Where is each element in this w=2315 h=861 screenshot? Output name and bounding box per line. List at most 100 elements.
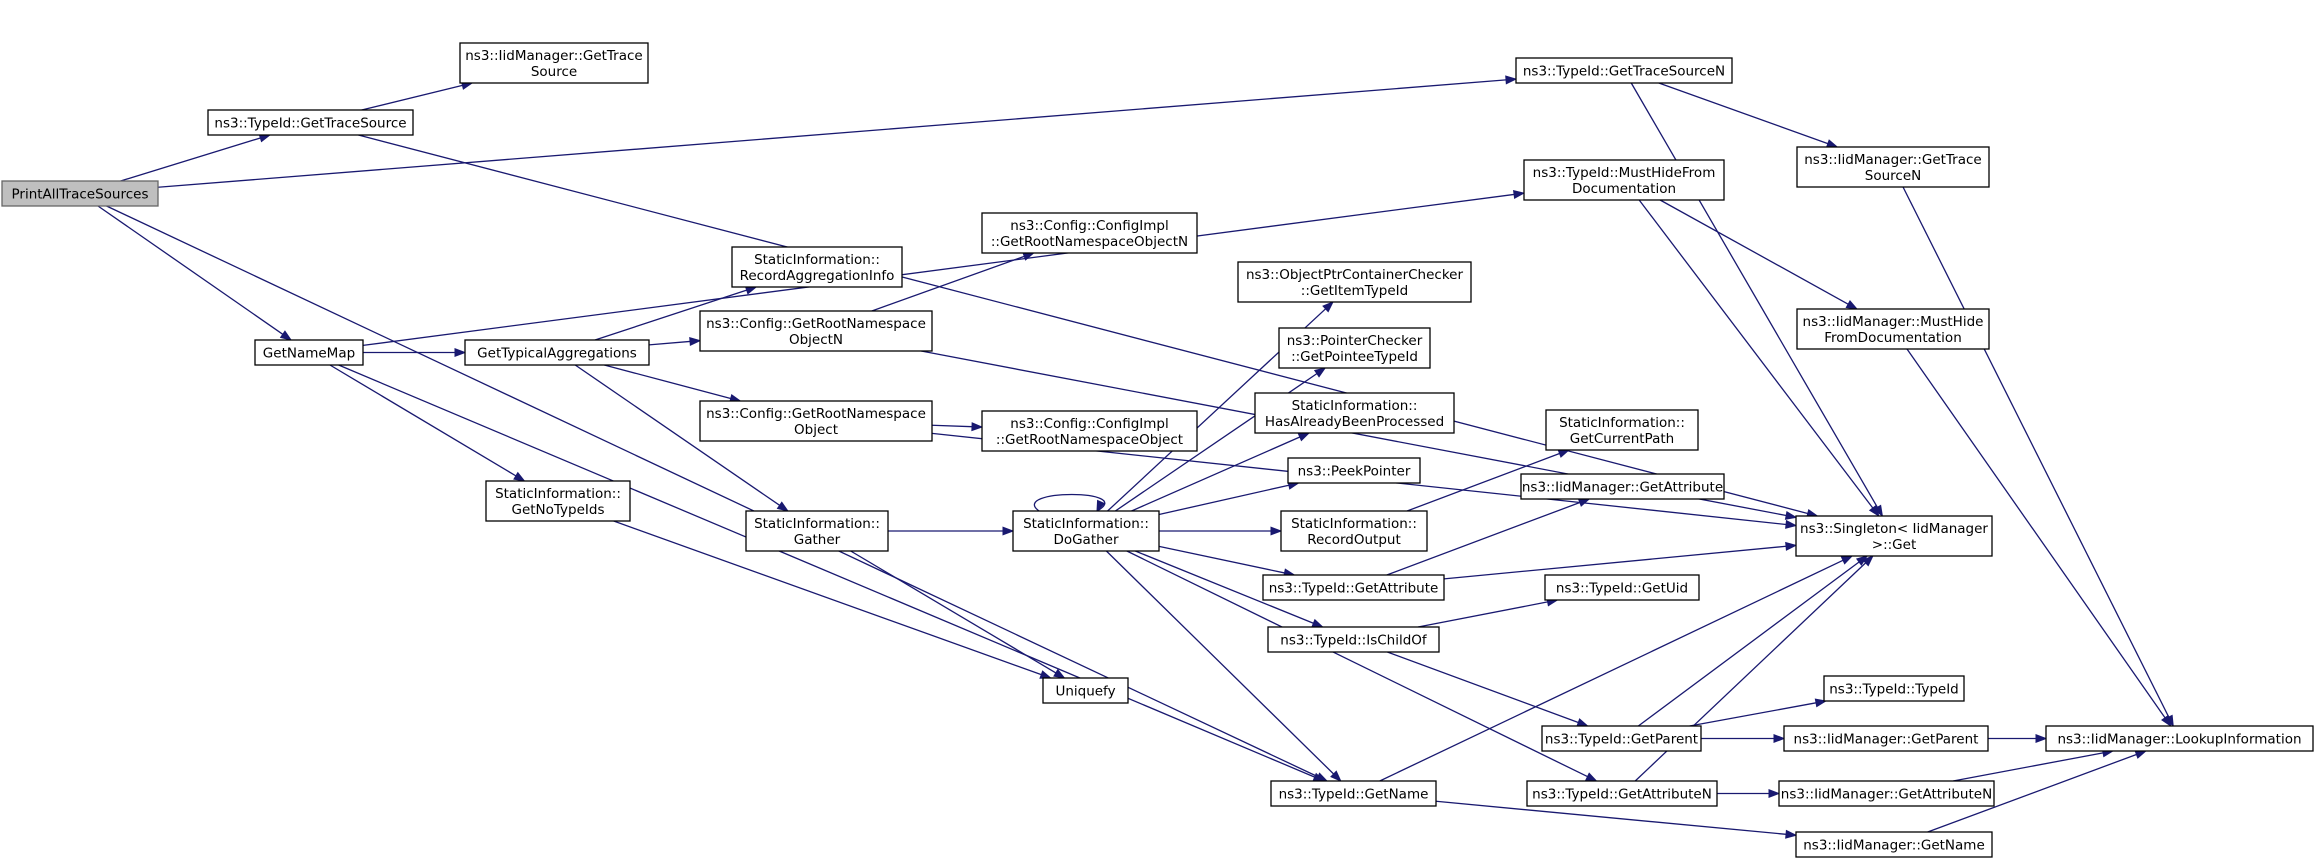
node-iid_getattr[interactable]: ns3::IidManager::GetAttribute	[1520, 473, 1725, 500]
node-si_getcurrentpath[interactable]: StaticInformation::GetCurrentPath	[1545, 409, 1699, 451]
node-label: RecordAggregationInfo	[740, 268, 895, 284]
edge-line	[1630, 82, 1878, 508]
edge-arrowhead	[279, 330, 293, 341]
edge-line	[604, 364, 731, 400]
edge-tid_getattr-to-singleton_get	[1443, 541, 1798, 580]
edge-getnamemap-to-si_getnotypeids	[329, 364, 526, 482]
node-label: GetCurrentPath	[1570, 431, 1674, 447]
node-si_hasalready[interactable]: StaticInformation::HasAlreadyBeenProcess…	[1254, 392, 1455, 434]
node-box	[1545, 409, 1699, 451]
node-label: StaticInformation::	[754, 252, 880, 268]
node-iid_getname[interactable]: ns3::IidManager::GetName	[1795, 831, 1993, 858]
edge-line	[1417, 601, 1548, 628]
node-label: ns3::IidManager::GetParent	[1794, 732, 1979, 748]
node-box	[1796, 146, 1990, 188]
edge-line	[931, 424, 973, 428]
edge-si_dogather-to-si_hasalready	[1131, 432, 1311, 512]
node-box	[1795, 515, 1993, 557]
edge-arrowhead	[689, 336, 702, 347]
edge-tid_musthide-to-iid_musthide	[1659, 199, 1859, 310]
edge-tid_gettracen-to-iid_gettracen	[1658, 82, 1839, 148]
node-iid_getattrn[interactable]: ns3::IidManager::GetAttributeN	[1778, 780, 1995, 807]
node-iid_lookup[interactable]: ns3::IidManager::LookupInformation	[2045, 725, 2314, 752]
node-label: ns3::IidManager::GetName	[1803, 838, 1985, 854]
node-label: ns3::TypeId::GetTraceSource	[214, 116, 406, 132]
node-box	[1287, 457, 1421, 484]
edge-tid_musthide-to-singleton_get	[1638, 199, 1880, 518]
node-label: ns3::Config::ConfigImpl	[1010, 218, 1168, 234]
node-iid_getparent[interactable]: ns3::IidManager::GetParent	[1783, 725, 1989, 752]
node-peekpointer[interactable]: ns3::PeekPointer	[1287, 457, 1421, 484]
node-label: GetNameMap	[263, 346, 355, 362]
node-box	[254, 339, 364, 366]
node-root[interactable]: PrintAllTraceSources	[1, 180, 159, 207]
edge-si_gather-to-si_dogather	[888, 526, 1015, 536]
edge-tid_ischildof-to-tid_getparent	[1387, 651, 1589, 727]
node-box	[1795, 831, 1993, 858]
edge-line	[1902, 186, 2170, 718]
node-label: ns3::TypeId::GetAttribute	[1269, 581, 1439, 597]
edge-line	[1927, 753, 2137, 833]
node-box	[1796, 308, 1990, 350]
node-tid_ischildof[interactable]: ns3::TypeId::IsChildOf	[1267, 626, 1440, 653]
edge-line	[97, 205, 284, 335]
edge-root-to-tid_gettracen	[157, 75, 1518, 188]
node-label: StaticInformation::	[1292, 398, 1418, 414]
node-cfg_getroot[interactable]: ns3::Config::GetRootNamespaceObject	[699, 400, 933, 442]
edge-arrowhead	[1577, 498, 1591, 507]
node-iid_gettracen[interactable]: ns3::IidManager::GetTraceSourceN	[1796, 146, 1990, 188]
node-singleton_get[interactable]: ns3::Singleton< IidManager>::Get	[1795, 515, 1993, 557]
node-box	[1541, 725, 1702, 752]
node-label: >::Get	[1872, 537, 1916, 553]
edge-line	[338, 364, 1315, 778]
node-box	[1523, 159, 1725, 201]
node-cfg_getrootn[interactable]: ns3::Config::GetRootNamespaceObjectN	[699, 310, 933, 352]
edge-line	[613, 520, 1042, 676]
node-box	[1270, 780, 1437, 807]
node-cfgimpl_getroot[interactable]: ns3::Config::ConfigImpl::GetRootNamespac…	[981, 410, 1198, 452]
node-label: ns3::TypeId::GetTraceSourceN	[1523, 64, 1725, 80]
edge-root-to-tid_gettrace	[120, 133, 272, 182]
node-label: ns3::IidManager::GetAttributeN	[1781, 787, 1992, 803]
node-label: ns3::Config::GetRootNamespace	[706, 316, 926, 332]
node-tid_getname[interactable]: ns3::TypeId::GetName	[1270, 780, 1437, 807]
node-label: ns3::Singleton< IidManager	[1800, 521, 1988, 537]
node-tid_getparent[interactable]: ns3::TypeId::GetParent	[1541, 725, 1702, 752]
node-box	[981, 212, 1198, 254]
node-tid_gettracen[interactable]: ns3::TypeId::GetTraceSourceN	[1515, 57, 1733, 84]
node-si_dogather[interactable]: StaticInformation::DoGather	[1012, 510, 1160, 552]
edge-line	[1406, 452, 1560, 512]
node-label: DoGather	[1053, 532, 1119, 548]
node-label: PrintAllTraceSources	[11, 187, 148, 203]
node-iid_gettrace[interactable]: ns3::IidManager::GetTraceSource	[459, 42, 649, 84]
node-label: StaticInformation::	[1291, 516, 1417, 532]
node-gettypical[interactable]: GetTypicalAggregations	[464, 339, 650, 366]
node-cfgimpl_getrootn[interactable]: ns3::Config::ConfigImpl::GetRootNamespac…	[981, 212, 1198, 254]
edge-arrowhead	[1505, 75, 1518, 85]
node-tid_getuid[interactable]: ns3::TypeId::GetUid	[1544, 574, 1700, 601]
node-label: ns3::IidManager::MustHide	[1803, 314, 1984, 330]
node-label: StaticInformation::	[495, 486, 621, 502]
node-si_recordoutput[interactable]: StaticInformation::RecordOutput	[1280, 510, 1428, 552]
node-label: ObjectN	[789, 332, 843, 348]
node-label: ns3::TypeId::IsChildOf	[1280, 633, 1428, 649]
node-getnamemap[interactable]: GetNameMap	[254, 339, 364, 366]
edge-arrowhead	[1270, 526, 1283, 536]
node-tid_gettrace[interactable]: ns3::TypeId::GetTraceSource	[207, 109, 414, 136]
edge-arrowhead	[1311, 618, 1324, 628]
node-optr_getitem[interactable]: ns3::ObjectPtrContainerChecker::GetItemT…	[1237, 261, 1472, 303]
node-uniquefy[interactable]: Uniquefy	[1042, 677, 1129, 704]
node-ptrchk_getpointee[interactable]: ns3::PointerChecker::GetPointeeTypeId	[1278, 327, 1431, 369]
node-si_recordagg[interactable]: StaticInformation::RecordAggregationInfo	[731, 246, 903, 288]
node-tid_getattrn[interactable]: ns3::TypeId::GetAttributeN	[1526, 780, 1718, 807]
node-iid_musthide[interactable]: ns3::IidManager::MustHideFromDocumentati…	[1796, 308, 1990, 350]
edge-arrowhead	[1002, 526, 1015, 536]
node-si_getnotypeids[interactable]: StaticInformation::GetNoTypeIds	[485, 480, 631, 522]
node-tid_getattr[interactable]: ns3::TypeId::GetAttribute	[1262, 574, 1445, 601]
node-tid_typeid[interactable]: ns3::TypeId::TypeId	[1823, 675, 1965, 702]
edge-getnamemap-to-tid_musthide	[362, 189, 1526, 347]
edge-line	[1386, 501, 1581, 576]
edge-iid_musthide-to-iid_lookup	[1906, 348, 2172, 728]
node-si_gather[interactable]: StaticInformation::Gather	[745, 510, 889, 552]
